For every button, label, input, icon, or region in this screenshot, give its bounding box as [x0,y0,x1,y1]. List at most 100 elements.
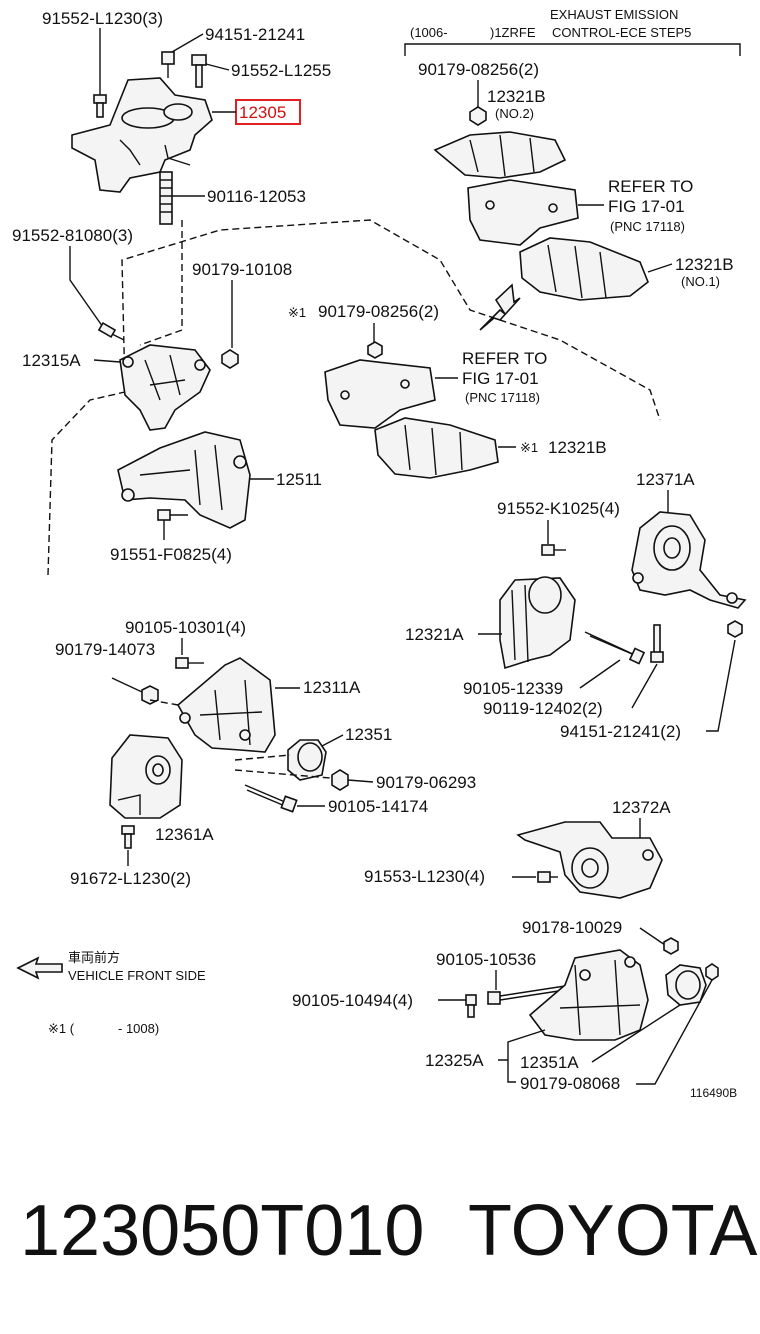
label-90179-08256-top: 90179-08256(2) [418,60,539,79]
label-12351: 12351 [345,725,392,744]
bracket-12325A[interactable] [528,949,649,1041]
label-no2: (NO.2) [495,106,534,121]
label-fig-17-01-1: FIG 17-01 [608,197,685,216]
label-91552-L1255: 91552-L1255 [231,61,331,80]
bracket-12311A[interactable] [176,657,276,753]
header-note-control: CONTROL-ECE STEP5 [552,25,691,40]
label-front-en: VEHICLE FRONT SIDE [68,968,206,983]
bolt-91552-K1025 [541,544,566,556]
bolt-91552-81080 [97,321,125,341]
damper-12351A[interactable] [665,964,707,1006]
label-mark1-b: ※1 [520,440,538,455]
label-pnc-17118-1: (PNC 17118) [610,219,685,234]
header-bracket [404,43,741,56]
leader-12351A [591,1004,681,1063]
bolt-91552-L1255 [191,54,207,88]
nut-90179-14073 [141,685,159,705]
insulator-12321B-no2[interactable] [433,131,567,179]
label-12315A: 12315A [22,351,81,370]
insulator-12321B-no1[interactable] [519,237,649,301]
label-12311A: 12311A [303,678,361,697]
vehicle-front-arrow-icon [16,956,63,980]
label-fig-17-01-2: FIG 17-01 [462,369,539,388]
footnote-mark: ※1 ( [48,1021,75,1036]
leader-90119-12402 [631,663,658,709]
label-90105-12339: 90105-12339 [463,679,563,698]
leader-91552-81080 [69,246,106,331]
nut-90179-08068 [705,963,719,981]
mount-12372A[interactable] [516,821,663,899]
label-mark1-a: ※1 [288,305,306,320]
bolt-90105-10301 [175,657,204,669]
bolt-94151-21241 [161,51,175,78]
label-12321B-no2: 12321B [487,87,546,106]
nut-90179-08256-top [469,106,487,126]
nut-94151-21241-2 [727,620,743,638]
leader-94151-21241-2 [706,639,736,732]
label-91552-81080: 91552-81080(3) [12,226,133,245]
bolt-90105-10536 [487,985,566,1005]
engine-outline-dashed [47,219,661,576]
leader-90179-08068 [636,979,713,1085]
footer-part-number: 123050T010 [20,1191,424,1271]
label-91551-F0825: 91551-F0825(4) [110,545,232,564]
label-91672-L1230: 91672-L1230(2) [70,869,191,888]
damper-12351[interactable] [287,739,327,781]
assembly-dash-left [149,699,331,779]
insulator-12321B-mid[interactable] [374,417,499,479]
bolt-90105-12339 [584,631,646,665]
leader-12315A [93,359,121,363]
bolt-91552-L1230 [93,94,107,118]
label-91552-K1025: 91552-K1025(4) [497,499,620,518]
leader-90178-10029 [639,927,666,946]
leader-90105-12339 [579,659,621,689]
label-94151-21241: 94151-21241 [205,25,305,44]
leader-90179-06293 [347,779,374,783]
header-note-range-start: (1006- [410,25,448,40]
leader-91552-L1255 [205,63,230,71]
label-94151-21241-2: 94151-21241(2) [560,722,681,741]
direction-arrow [479,283,521,331]
bolt-91553-L1230 [537,871,558,883]
leader-12351 [321,734,344,747]
bolt-90105-10494 [465,994,477,1018]
label-front-jp: 車両前方 [68,950,120,965]
nut-90179-10108 [221,349,239,369]
label-90105-10536: 90105-10536 [436,950,536,969]
label-no1: (NO.1) [681,274,720,289]
footnote-range: - 1008) [118,1021,159,1036]
engine-mount-12305[interactable] [71,77,213,193]
engine-outline-dashed-inner [139,220,183,346]
mount-12361A[interactable] [109,734,183,819]
mount-12371A[interactable] [631,511,747,609]
leader-12321B-no1 [647,263,673,273]
label-90178-10029: 90178-10029 [522,918,622,937]
leader-90179-14073 [111,677,143,693]
footer-brand: TOYOTA [468,1191,757,1271]
label-12325A: 12325A [425,1051,484,1070]
diagram-id: 116490B [690,1086,737,1100]
label-90105-10301: 90105-10301(4) [125,618,246,637]
label-12305[interactable]: 12305 [239,103,286,122]
label-12351A: 12351A [520,1053,579,1072]
bolt-90119-12402 [650,624,664,663]
bracket-refer-mid [324,359,436,429]
bracket-12511[interactable] [117,431,251,529]
label-90179-06293: 90179-06293 [376,773,476,792]
header-note-engine: )1ZRFE [490,25,536,40]
label-12321B-no1: 12321B [675,255,734,274]
bracket-behind-no2 [467,179,579,246]
bolt-91551-F0825 [157,509,188,521]
label-12361A: 12361A [155,825,214,844]
label-12372A: 12372A [612,798,671,817]
header-note-line1: EXHAUST EMISSION [550,7,678,22]
label-90179-08256-mid: 90179-08256(2) [318,302,439,321]
label-90179-14073: 90179-14073 [55,640,155,659]
bracket-12315A[interactable] [119,344,211,431]
label-12321A: 12321A [405,625,464,644]
bolt-91672-L1230 [121,825,135,849]
label-90179-08068: 90179-08068 [520,1074,620,1093]
label-90179-10108: 90179-10108 [192,260,292,279]
bracket-12321A[interactable] [499,576,576,670]
